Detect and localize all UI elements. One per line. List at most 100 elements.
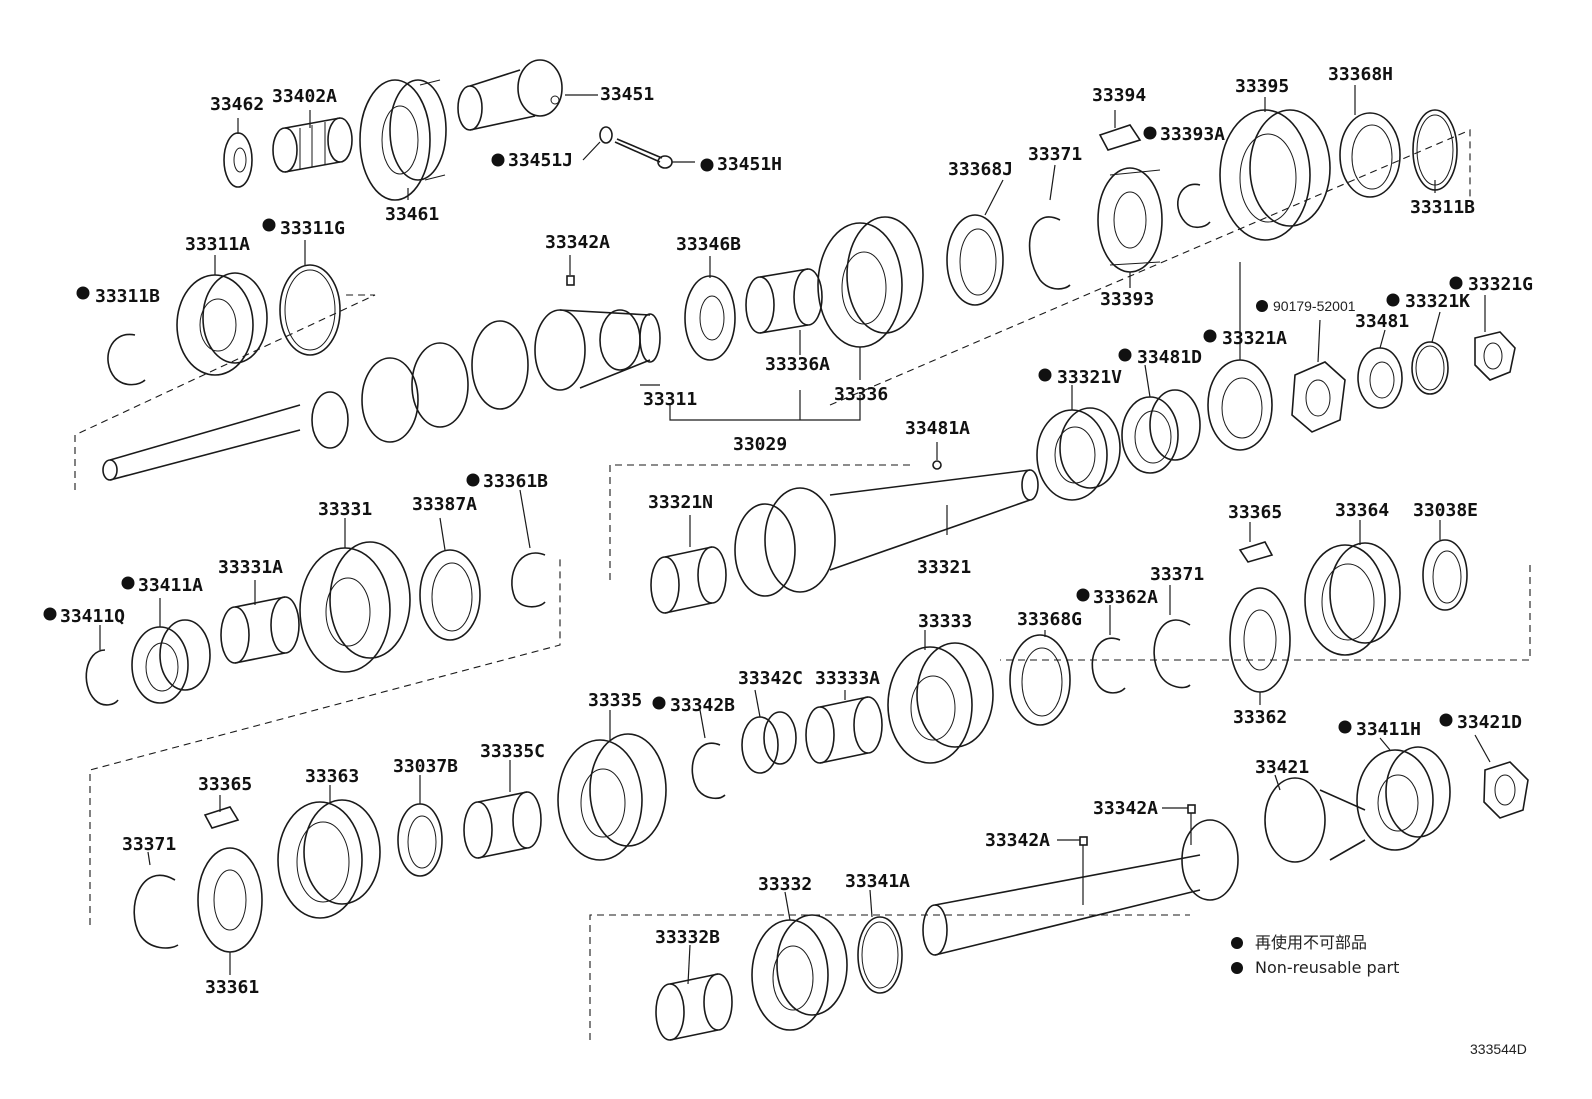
snap-ring-33361B [511, 552, 546, 608]
label-33362A: 33362A [1093, 587, 1158, 608]
label-33402A: 33402A [272, 86, 337, 107]
legend: 再使用不可部品 Non-reusable part [1255, 933, 1399, 977]
bearing-33311A [176, 272, 268, 376]
lower-shaft-group-outline [589, 914, 1190, 1040]
label-33321K: 33321K [1405, 291, 1470, 312]
needle-bearing-33321N [650, 546, 727, 614]
synchronizer-ring-33387A [419, 549, 481, 641]
washer-33451J [599, 126, 613, 144]
snap-ring-33371-low [133, 874, 179, 949]
sleeve-33363 [277, 799, 381, 919]
input-shaft-group-outline-right [829, 129, 1471, 406]
label-33336: 33336 [834, 384, 888, 405]
spacer-33341A [857, 916, 903, 994]
label-33321: 33321 [917, 557, 971, 578]
ball-33342A-top [566, 275, 575, 286]
key-33365-left [203, 806, 240, 829]
gear-33335 [557, 733, 667, 861]
snap-ring-33311B-left [107, 333, 146, 386]
label-33421D: 33421D [1457, 712, 1522, 733]
label-33332B: 33332B [655, 927, 720, 948]
gear-33336 [817, 216, 924, 348]
label-33364: 33364 [1335, 500, 1389, 521]
label-33311A: 33311A [185, 234, 250, 255]
legend-english: Non-reusable part [1255, 958, 1399, 977]
label-33481A: 33481A [905, 418, 970, 439]
synchronizer-ring-33368J [946, 214, 1004, 306]
thrust-washer-33462 [223, 132, 253, 188]
bearing-33321A [1207, 359, 1273, 451]
lock-nut-33421D [1483, 761, 1529, 819]
gear-33461 [359, 79, 447, 201]
label-33365-left: 33365 [198, 774, 252, 795]
label-33411A: 33411A [138, 575, 203, 596]
label-33387A: 33387A [412, 494, 477, 515]
label-33331A: 33331A [218, 557, 283, 578]
gear-33333 [887, 642, 994, 764]
label-33481D: 33481D [1137, 347, 1202, 368]
counter-shaft-33421 [922, 777, 1366, 956]
snap-ring-33311G [279, 264, 341, 356]
shift-head-33451 [457, 59, 563, 131]
label-33311B-right: 33311B [1410, 197, 1475, 218]
diagram-code: 333544D [1470, 1041, 1527, 1057]
needle-bearing-33333A [805, 696, 883, 764]
label-33321N: 33321N [648, 492, 713, 513]
legend-japanese: 再使用不可部品 [1255, 933, 1367, 952]
label-33342A-mid: 33342A [1093, 798, 1158, 819]
snap-ring-33411Q [85, 649, 119, 706]
label-33342A-low: 33342A [985, 830, 1050, 851]
label-33335: 33335 [588, 690, 642, 711]
key-33394 [1098, 124, 1142, 151]
label-33038E: 33038E [1413, 500, 1478, 521]
label-33371-low: 33371 [122, 834, 176, 855]
label-33462: 33462 [210, 94, 264, 115]
snap-ring-33371-top [1028, 216, 1071, 290]
label-33342B: 33342B [670, 695, 735, 716]
ball-33342A-mid [1187, 804, 1196, 814]
lock-nut-33321G [1474, 331, 1516, 381]
label-33461: 33461 [385, 204, 439, 225]
gear-33481 [1357, 347, 1403, 409]
label-33451H: 33451H [717, 154, 782, 175]
label-33333A: 33333A [815, 668, 880, 689]
key-33365-right [1238, 541, 1274, 563]
output-shaft-group-outline [609, 464, 915, 580]
non-reusable-markers [43, 126, 1463, 974]
thrust-washer-33346B [684, 275, 736, 361]
label-33394: 33394 [1092, 85, 1146, 106]
label-33395: 33395 [1235, 76, 1289, 97]
label-33411Q: 33411Q [60, 606, 125, 627]
label-33363: 33363 [305, 766, 359, 787]
label-33342C: 33342C [738, 668, 803, 689]
label-33361: 33361 [205, 977, 259, 998]
label-33037B: 33037B [393, 756, 458, 777]
label-33481: 33481 [1355, 311, 1409, 332]
needle-bearing-33335C [463, 791, 542, 859]
snap-ring-33342B [691, 742, 726, 800]
output-shaft-33321 [734, 469, 1039, 597]
bearing-33321V [1036, 407, 1121, 501]
leader-lines [99, 85, 1491, 985]
label-33311: 33311 [643, 389, 697, 410]
snap-ring-33393A [1176, 183, 1211, 229]
label-33411H: 33411H [1356, 719, 1421, 740]
bearing-33411A [131, 619, 211, 704]
gear-33332 [751, 914, 848, 1031]
pin-33451H [614, 138, 673, 169]
label-33368J: 33368J [948, 159, 1013, 180]
counter-group-outline-a [1000, 565, 1531, 661]
label-33336A: 33336A [765, 354, 830, 375]
label-90179-52001: 90179-52001 [1273, 298, 1356, 314]
ball-33342A-low [1079, 836, 1088, 846]
label-33335C: 33335C [480, 741, 545, 762]
hub-33362 [1229, 587, 1291, 693]
label-33321A: 33321A [1222, 328, 1287, 349]
label-33371-top: 33371 [1028, 144, 1082, 165]
spacer-33342C [741, 711, 797, 774]
snap-ring-33311B-right [1412, 109, 1458, 191]
race-33481D [1121, 389, 1201, 474]
label-33451: 33451 [600, 84, 654, 105]
nut-90179-52001 [1291, 361, 1346, 433]
